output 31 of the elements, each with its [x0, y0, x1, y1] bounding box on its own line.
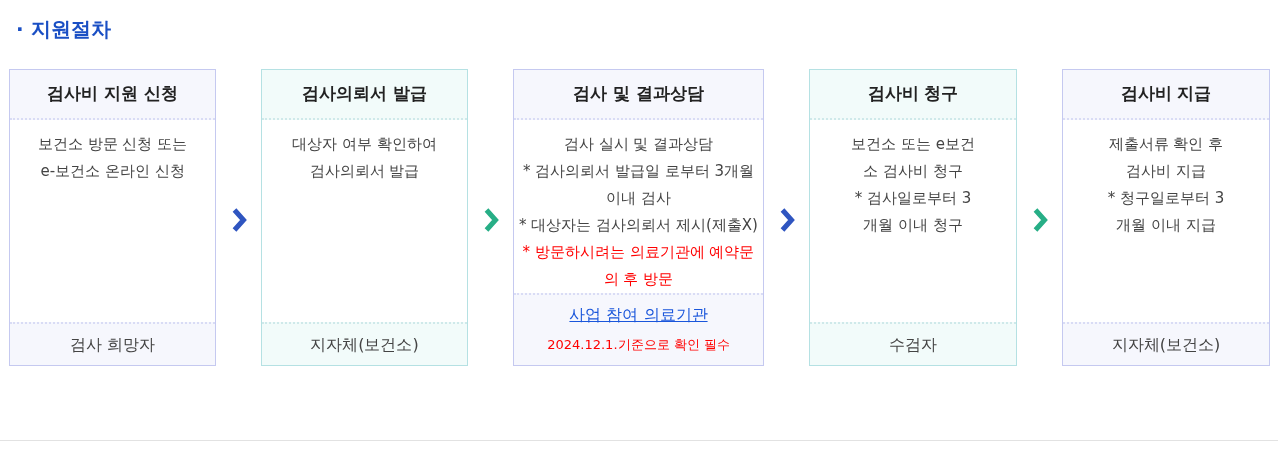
step-card [809, 69, 1017, 366]
step-title: 검사비 지급 [1120, 82, 1212, 106]
step-card [1062, 69, 1270, 366]
section-title: · 지원절차 [16, 16, 111, 43]
step-description: * 청구일로부터 3개월 이내 지급 [1106, 188, 1226, 236]
step-description: 대상자 여부 확인하여 검사의뢰서 발급 [291, 134, 438, 182]
step-actor: 수검자 [889, 333, 937, 356]
step-title: 검사비 청구 [867, 82, 959, 106]
step-actor: 지자체(보건소) [1111, 333, 1221, 356]
step-title: 검사비 지원 신청 [47, 82, 178, 106]
step-description: * 검사일로부터 3개월 이내 청구 [853, 188, 973, 236]
step-actor: 지자체(보건소) [310, 333, 419, 356]
warning-note: 2024.12.1.기준으로 확인 필수 [547, 335, 730, 354]
step-title: 검사의뢰서 발급 [302, 82, 427, 106]
chevron-arrow [780, 208, 795, 232]
step-description: * 검사의뢰서 발급일 로부터 3개월 이내 검사 [521, 161, 756, 209]
step-description: 보건소 방문 신청 또는 e-보건소 온라인 신청 [37, 134, 188, 182]
chevron-arrow [232, 208, 247, 232]
link: 사업 참여 의료기관 [569, 303, 708, 326]
step-description: * 대상자는 검사의뢰서 제시(제출X) [519, 215, 758, 236]
step-description: 보건소 또는 e보건소 검사비 청구 [850, 134, 976, 182]
step-description: 검사 실시 및 결과상담 [563, 134, 714, 155]
chevron-arrow [484, 208, 499, 232]
chevron-arrow [1033, 208, 1048, 232]
warning-note: * 방문하시려는 의료기관에 예약문의 후 방문 [521, 242, 756, 290]
step-description: 제출서류 확인 후 검사비 지급 [1107, 134, 1225, 182]
step-card [261, 69, 468, 366]
step-actor: 검사 희망자 [69, 333, 156, 356]
step-title: 검사 및 결과상담 [573, 82, 704, 106]
step-card [513, 69, 764, 366]
step-card [9, 69, 216, 366]
